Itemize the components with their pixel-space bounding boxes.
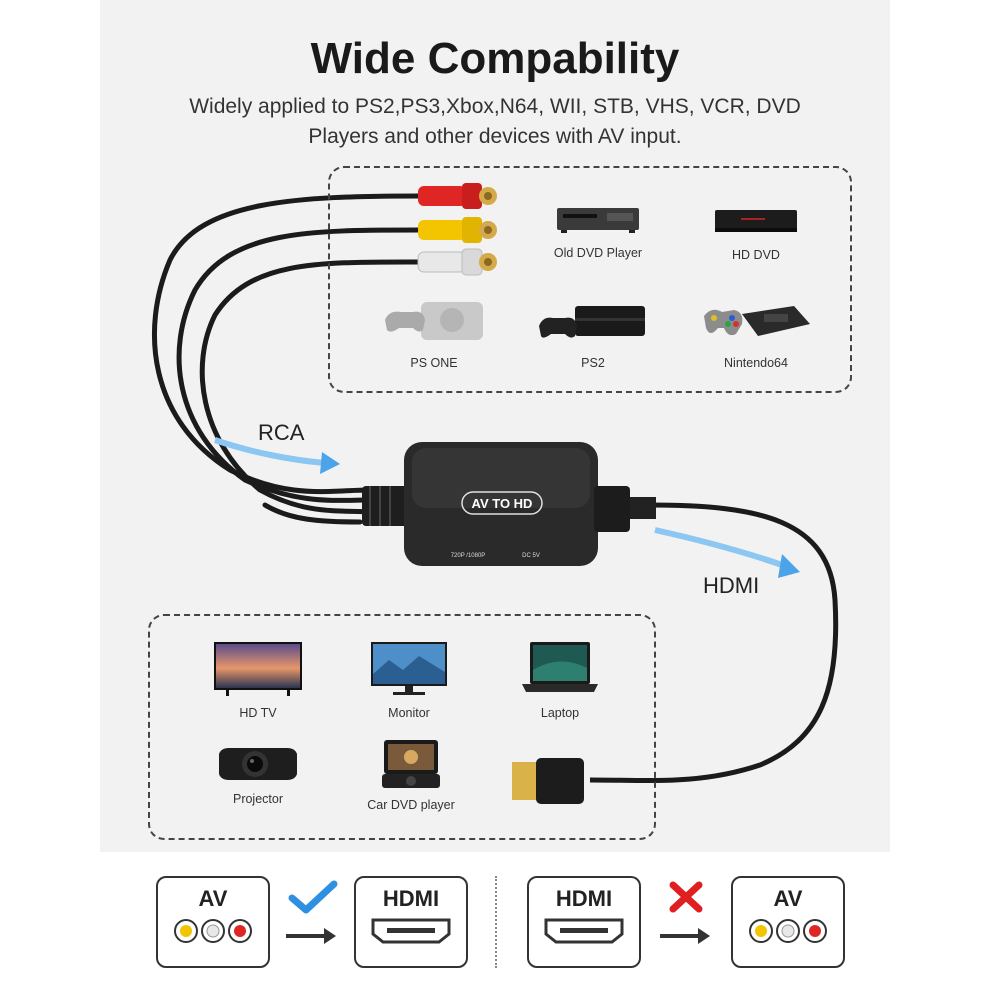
tv-icon [214, 642, 302, 696]
device-label: Monitor [388, 706, 430, 720]
device-label: Projector [232, 792, 284, 806]
av-target-card: AV [731, 876, 845, 968]
device-label: PS ONE [410, 356, 458, 370]
subtitle: Widely applied to PS2,PS3,Xbox,N64, WII,… [120, 92, 870, 152]
ps2-icon [539, 306, 645, 338]
laptop-icon [522, 642, 598, 692]
hdmi-label: HDMI [703, 573, 760, 598]
input-devices-box [328, 166, 852, 393]
converter-badge: AV TO HD [472, 496, 533, 511]
background-panel [100, 0, 890, 852]
card-title: AV [198, 886, 228, 911]
rca-label: RCA [258, 420, 305, 445]
hdmi-source-card: HDMI [527, 876, 641, 968]
subtitle-line-1: Widely applied to PS2,PS3,Xbox,N64, WII,… [189, 95, 801, 118]
ps-one-icon [385, 302, 483, 340]
card-title: AV [773, 886, 803, 911]
rca-ports-icon [749, 919, 827, 943]
rca-plug-white [417, 248, 497, 276]
hdmi-port-icon [371, 918, 451, 944]
converter-power: DC 5V [522, 553, 540, 559]
converter-resolution: 720P /1080P [451, 553, 486, 559]
cross-icon [669, 881, 703, 913]
device-laptop: Laptop [490, 640, 630, 720]
subtitle-line-2: Players and other devices with AV input. [308, 125, 682, 148]
device-nintendo64: Nintendo64 [686, 294, 826, 370]
rca-plug-red [418, 183, 497, 209]
card-title: HDMI [382, 886, 440, 911]
output-devices-box [148, 614, 656, 840]
hdmi-arrow [654, 527, 800, 578]
hd-dvd-icon [715, 210, 797, 232]
hdmi-end-plug [512, 758, 584, 804]
compatibility-legend: AV HDMI HDMI [0, 858, 990, 990]
car-dvd-icon [382, 740, 440, 788]
rca-arrow [214, 437, 340, 474]
device-projector: Projector [188, 744, 328, 806]
device-label: Car DVD player [367, 798, 455, 812]
hdmi-target-card: HDMI [354, 876, 468, 968]
device-hd-tv: HD TV [188, 640, 328, 720]
device-label: PS2 [581, 356, 605, 370]
hdmi-port-icon [544, 918, 624, 944]
cable-diagram: AV TO HD 720P /1080P DC 5V [152, 183, 839, 804]
device-label: Nintendo64 [724, 356, 788, 370]
arrow-right-icon [286, 928, 336, 944]
arrow-right-icon [660, 928, 710, 944]
projector-icon [219, 748, 297, 780]
hdmi-cable [589, 502, 839, 784]
device-ps-one: PS ONE [364, 296, 504, 370]
check-icon [288, 880, 338, 914]
device-label: Old DVD Player [553, 246, 643, 260]
device-old-dvd-player: Old DVD Player [528, 202, 668, 260]
device-car-dvd-player: Car DVD player [341, 738, 481, 812]
device-hd-dvd: HD DVD [686, 204, 826, 262]
divider [495, 876, 497, 968]
card-title: HDMI [555, 886, 613, 911]
dvd-player-icon [557, 208, 639, 233]
rca-plug-yellow [418, 217, 497, 243]
device-label: HD TV [239, 706, 277, 720]
device-ps2: PS2 [523, 296, 663, 370]
monitor-icon [371, 642, 447, 695]
device-label: Laptop [540, 706, 580, 720]
page-title: Wide Compability [310, 34, 680, 83]
nintendo64-icon [704, 306, 810, 336]
device-monitor: Monitor [339, 640, 479, 720]
rca-ports-icon [174, 919, 252, 943]
av-source-card: AV [156, 876, 270, 968]
rca-cables [152, 193, 423, 525]
device-label: HD DVD [732, 248, 780, 262]
